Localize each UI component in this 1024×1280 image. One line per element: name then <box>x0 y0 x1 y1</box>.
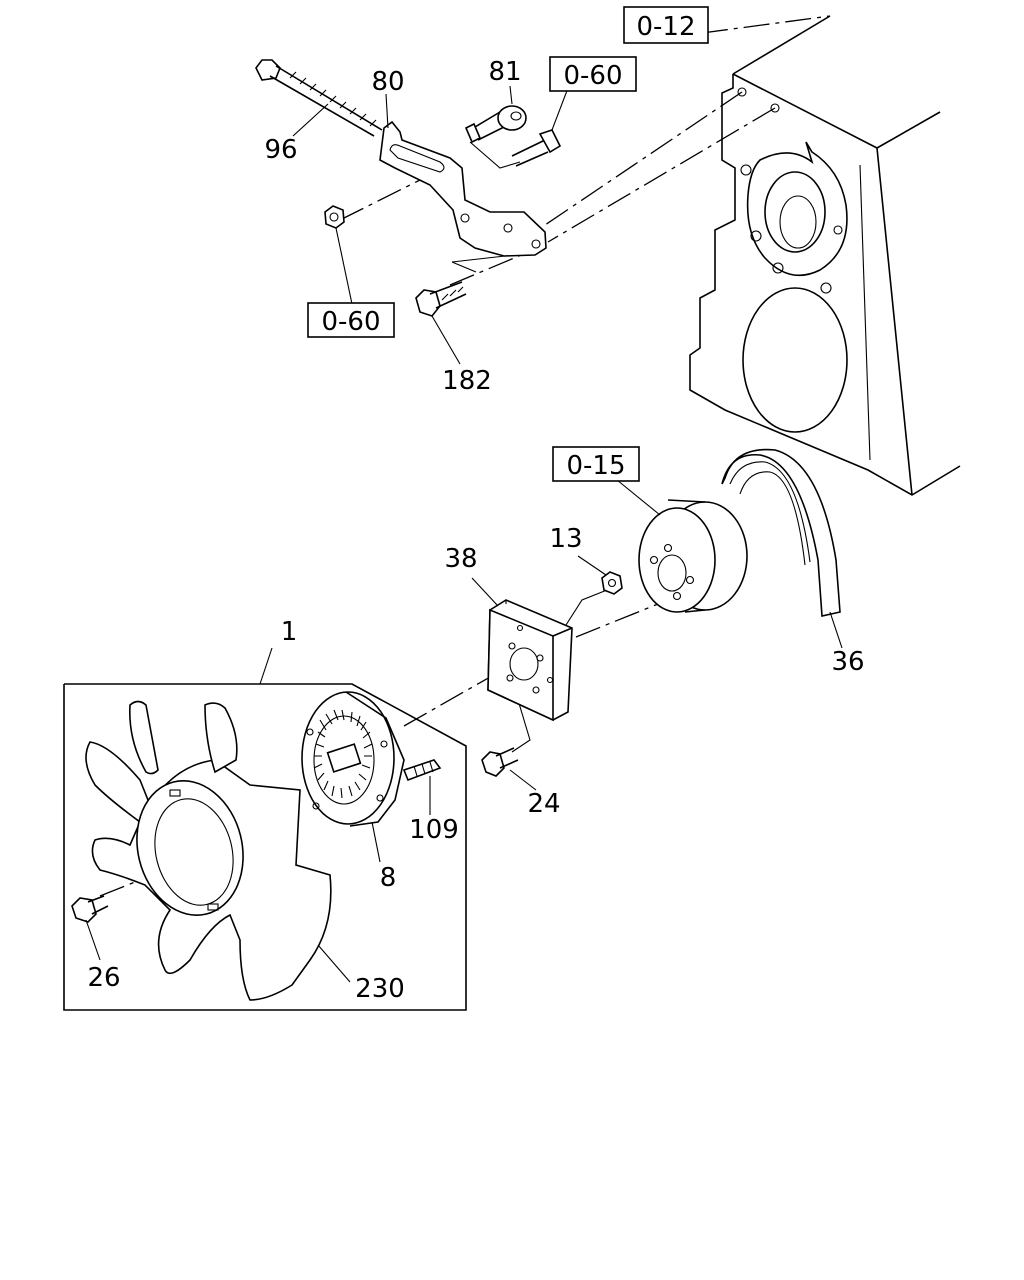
bolt-24 <box>481 747 519 777</box>
part-label-81: 81 <box>488 57 521 87</box>
nut-0-60 <box>324 205 345 229</box>
engine-block <box>689 15 961 496</box>
bolt-182 <box>415 281 467 317</box>
ref-label-0-60-left: 0-60 <box>321 307 380 337</box>
bolt-96 <box>255 59 383 137</box>
callout-leaders <box>85 85 843 983</box>
part-labels: 80 81 96 182 38 13 36 1 24 109 8 26 230 <box>87 57 864 1004</box>
part-label-13: 13 <box>549 524 582 554</box>
pulley-0-15 <box>638 499 748 613</box>
flange-38 <box>487 599 573 722</box>
ref-label-0-12: 0-12 <box>636 12 695 42</box>
bolt-26 <box>71 895 109 923</box>
part-label-24: 24 <box>527 789 560 819</box>
part-label-182: 182 <box>442 366 492 396</box>
part-label-36: 36 <box>831 647 864 677</box>
ref-label-0-15: 0-15 <box>566 451 625 481</box>
v-belt-36 <box>721 448 841 617</box>
fan-230 <box>85 700 332 1001</box>
stud-109 <box>402 759 442 782</box>
part-label-80: 80 <box>371 67 404 97</box>
part-label-109: 109 <box>409 815 459 845</box>
ref-box-0-60-top: 0-60 <box>549 56 637 92</box>
ref-box-0-60-left: 0-60 <box>307 302 395 338</box>
stud-0-60 <box>511 129 562 167</box>
part-label-1: 1 <box>281 617 298 647</box>
bracket-80 <box>379 120 547 273</box>
part-label-26: 26 <box>87 963 120 993</box>
ref-box-0-15: 0-15 <box>552 446 640 482</box>
ref-label-0-60-top: 0-60 <box>563 61 622 91</box>
fan-clutch-8 <box>301 691 405 827</box>
ref-box-0-12: 0-12 <box>623 6 709 44</box>
part-label-38: 38 <box>444 544 477 574</box>
fitting-81 <box>464 105 527 144</box>
fan-assembly-box <box>63 683 467 1011</box>
part-label-8: 8 <box>380 863 397 893</box>
part-label-230: 230 <box>355 974 405 1004</box>
nut-13 <box>601 571 623 595</box>
part-label-96: 96 <box>264 135 297 165</box>
